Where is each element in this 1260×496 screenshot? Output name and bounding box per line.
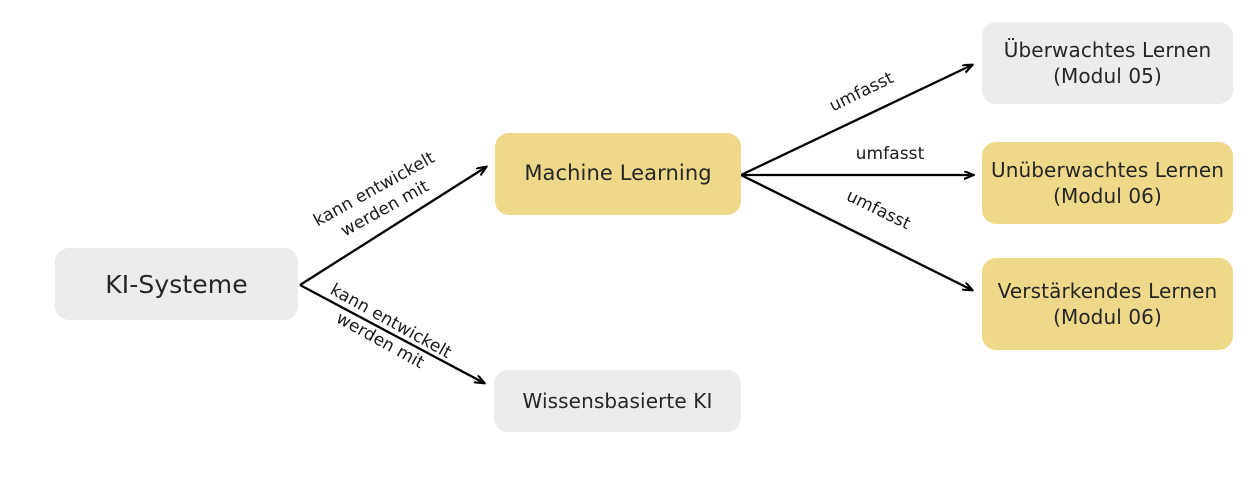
edge-ml-to-verstaerkend	[740, 173, 972, 290]
edge-ki-to-wissen	[299, 283, 484, 383]
node-wissensbasierte-ki[interactable]: Wissensbasierte KI	[494, 370, 741, 432]
edge-ki-to-ml	[299, 167, 486, 286]
node-machine-learning[interactable]: Machine Learning	[495, 133, 741, 215]
edge-ml-to-ueberwacht	[740, 65, 972, 177]
node-verstaerkendes-lernen[interactable]: Verstärkendes Lernen (Modul 06)	[982, 258, 1233, 350]
node-unueberwachtes-lernen[interactable]: Unüberwachtes Lernen (Modul 06)	[982, 142, 1233, 224]
edge-label-ml-to-unueberwacht: umfasst	[855, 144, 925, 164]
node-ki-systeme[interactable]: KI-Systeme	[55, 248, 298, 320]
node-ueberwachtes-lernen[interactable]: Überwachtes Lernen (Modul 05)	[982, 22, 1233, 104]
